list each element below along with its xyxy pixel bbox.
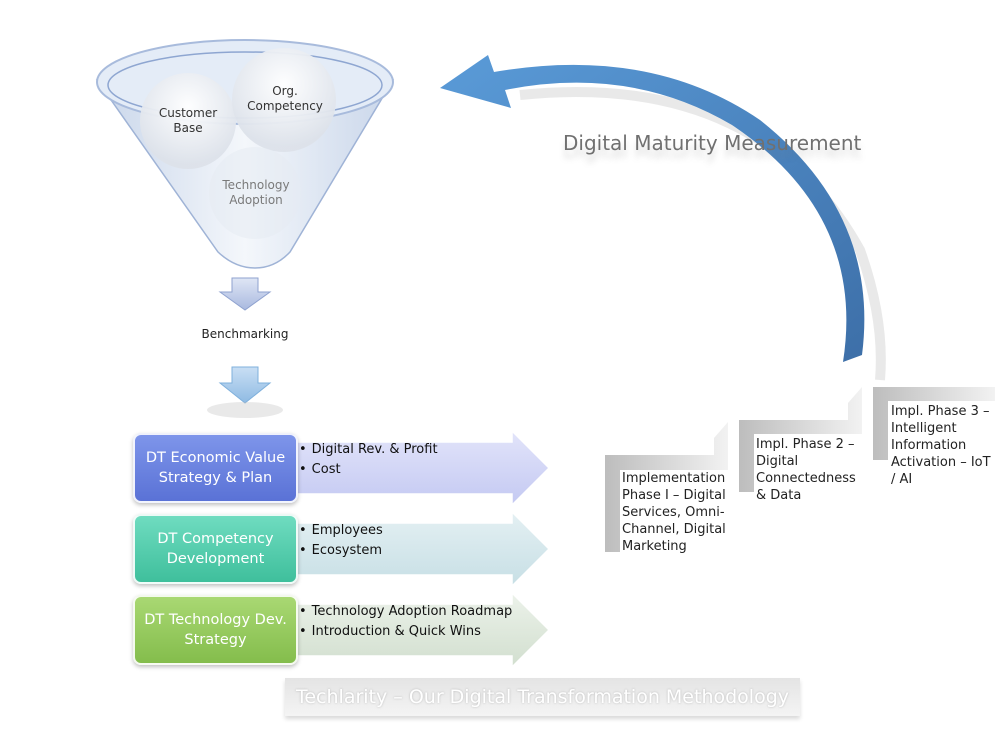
list-item: Ecosystem [299,541,383,561]
phase-1-text: Implementation Phase I – Digital Service… [622,471,726,554]
funnel-item-customer-base: Customer Base [158,106,218,135]
phase-2-text: Impl. Phase 2 – Digital Connectedness & … [756,437,856,503]
row-box-technology: DT Technology Dev. Strategy [133,595,298,665]
phase-3-text: Impl. Phase 3 – Intelligent Information … [891,404,991,487]
footer-title: Techlarity – Our Digital Transformation … [295,686,790,708]
list-item: Introduction & Quick Wins [299,622,512,642]
funnel-item-technology-adoption: Technology Adoption [222,178,290,207]
phase-steps [605,387,995,552]
list-item: Cost [299,460,438,480]
row-bullets-economic: Digital Rev. & Profit Cost [299,440,438,480]
list-item: Digital Rev. & Profit [299,440,438,460]
row-bullets-technology: Technology Adoption Roadmap Introduction… [299,602,513,642]
benchmarking-label: Benchmarking [201,327,289,341]
down-arrow-icon [218,366,272,404]
down-arrow-icon [218,277,272,311]
maturity-title: Digital Maturity Measurement [563,131,862,155]
funnel-item-org-competency: Org. Competency [247,84,323,113]
row-bullets-competency: Employees Ecosystem [299,521,383,561]
cycle-arrow-icon [440,55,865,362]
footer-title-banner: Techlarity – Our Digital Transformation … [285,678,800,716]
row-box-competency: DT Competency Development [133,514,298,584]
funnel [95,39,395,269]
list-item: Technology Adoption Roadmap [299,602,513,622]
row-box-economic-value: DT Economic Value Strategy & Plan [133,433,298,503]
list-item: Employees [299,521,383,541]
